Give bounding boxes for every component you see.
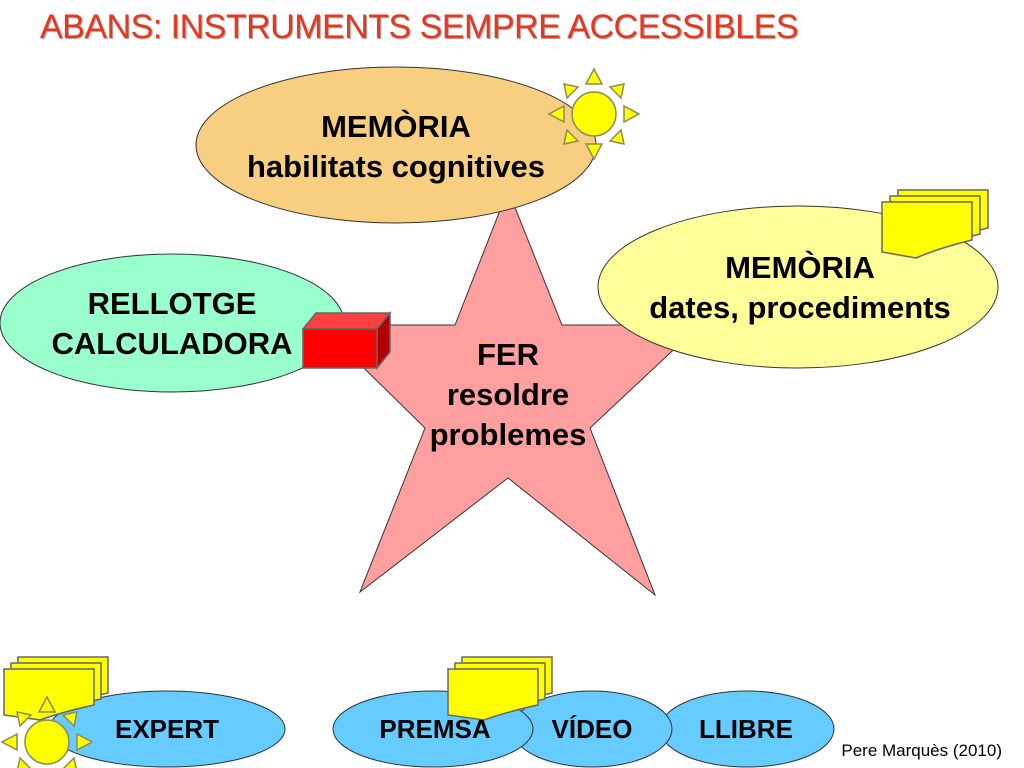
author-credit: Pere Marquès (2010) [841, 741, 1002, 760]
red-box-icon [301, 310, 392, 371]
tools-label: RELLOTGE CALCULADORA [22, 284, 322, 364]
center-line2: resoldre [446, 377, 570, 412]
expert-label: EXPERT [114, 714, 220, 744]
sun-icon [547, 67, 641, 161]
memory-data-line2: dates, procediments [649, 290, 951, 325]
center-line3: problemes [429, 417, 587, 452]
tools-line1: RELLOTGE [87, 286, 257, 321]
premsa-label: PREMSA [379, 714, 491, 744]
memory-cognitive-line2: habilitats cognitives [246, 149, 545, 184]
sun-icon-bottom [0, 695, 94, 768]
tools-line2: CALCULADORA [51, 326, 293, 361]
memory-data-line1: MEMÒRIA [725, 250, 875, 285]
center-star-label: FER resoldre problemes [398, 335, 618, 455]
video-label: VÍDEO [551, 714, 633, 744]
cards-stack-icon-left [3, 656, 109, 721]
page-title: ABANS: INSTRUMENTS SEMPRE ACCESSIBLES [40, 8, 799, 46]
llibre-label: LLIBRE [699, 714, 793, 744]
memory-data-label: MEMÒRIA dates, procediments [610, 248, 990, 328]
memory-cognitive-label: MEMÒRIA habilitats cognitives [206, 107, 586, 187]
memory-cognitive-line1: MEMÒRIA [321, 109, 471, 144]
cards-stack-icon [881, 189, 989, 259]
center-line1: FER [477, 337, 539, 372]
cards-stack-icon-bottom [447, 656, 553, 721]
